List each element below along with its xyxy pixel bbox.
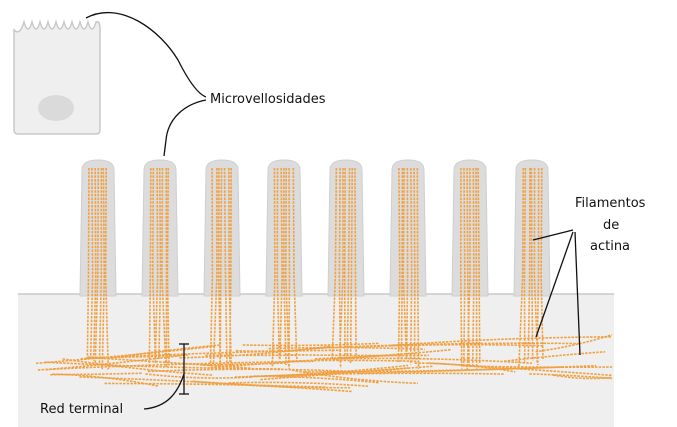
microvilli-label: Microvellosidades <box>210 92 326 107</box>
nucleus-shape <box>38 95 74 121</box>
actin-label-line1: Filamentos <box>575 196 646 211</box>
actin-label-line2: de <box>603 218 619 233</box>
cell-thumbnail <box>14 22 100 134</box>
actin-label-line3: actina <box>590 239 630 254</box>
terminal-web-label: Red terminal <box>40 402 123 417</box>
microvilli-leader-line-bottom <box>164 100 206 156</box>
microvilli-leader-line-top <box>86 13 206 97</box>
actin-filament <box>476 168 477 369</box>
